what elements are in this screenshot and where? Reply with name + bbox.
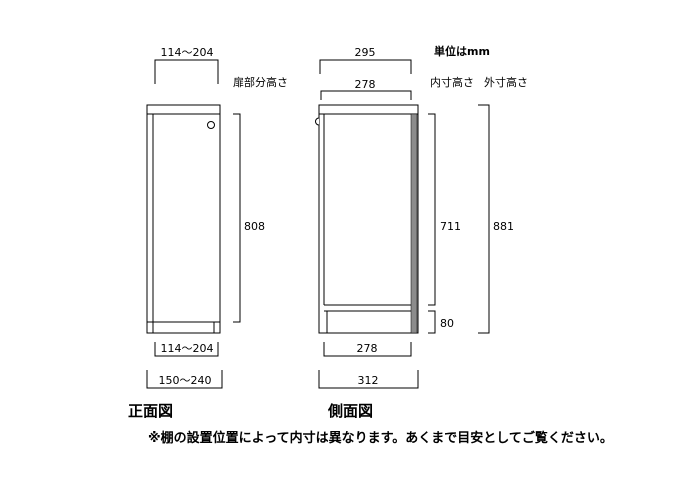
side-outer-height-value: 881: [493, 220, 514, 233]
door-height-label: 扉部分高さ: [233, 75, 288, 89]
side-bottom-outer-width-dimension: 312: [318, 370, 419, 389]
side-top-outer-width-dimension: 295: [319, 46, 412, 74]
front-top-width-dimension: 114～204: [154, 46, 219, 84]
side-bottom-outer-width-value: 312: [358, 374, 379, 387]
front-door-height-value: 808: [244, 220, 265, 233]
front-cabinet: [146, 104, 221, 334]
side-outer-frame: [318, 104, 419, 334]
side-door-knob-icon: [315, 117, 320, 126]
side-back-panel: [410, 113, 418, 334]
front-outer-frame: [146, 104, 221, 334]
door-knob-icon: [207, 121, 215, 129]
outer-height-label: 外寸高さ: [484, 75, 528, 89]
front-bottom-outer-width-dimension: 150～240: [146, 370, 223, 389]
front-bottom-inner-width-value: 114～204: [161, 342, 214, 355]
front-top-width-value: 114～204: [161, 46, 214, 59]
front-view: 114～204 808 114～204 150～240 正面図: [128, 46, 265, 420]
footer-note: ※棚の設置位置によって内寸は異なります。あくまで目安としてご覧ください。: [148, 430, 613, 446]
side-bottom-inner-width-dimension: 278: [323, 342, 412, 357]
side-outer-height-dimension: 881: [478, 104, 514, 334]
inner-height-label: 内寸高さ: [430, 75, 474, 89]
side-view-title: 側面図: [327, 402, 373, 420]
side-top-inner-width-value: 278: [355, 78, 376, 91]
side-top-inner-width-dimension: 278: [320, 78, 412, 100]
front-bottom-outer-width-value: 150～240: [159, 374, 212, 387]
side-view: 295 278 711 80: [315, 46, 514, 420]
side-top-outer-width-value: 295: [355, 46, 376, 59]
unit-label: 単位はmm: [434, 44, 490, 58]
side-cabinet: [315, 104, 419, 334]
side-bottom-inner-width-value: 278: [357, 342, 378, 355]
front-door-height-dimension: 808: [233, 113, 265, 323]
side-inner-height-value: 711: [440, 220, 461, 233]
front-bottom-inner-width-dimension: 114～204: [154, 342, 219, 357]
front-view-title: 正面図: [128, 402, 173, 420]
side-plinth-height-value: 80: [440, 317, 454, 330]
side-inner-height-dimension: 711: [428, 113, 461, 306]
side-plinth-height-dimension: 80: [428, 310, 454, 334]
